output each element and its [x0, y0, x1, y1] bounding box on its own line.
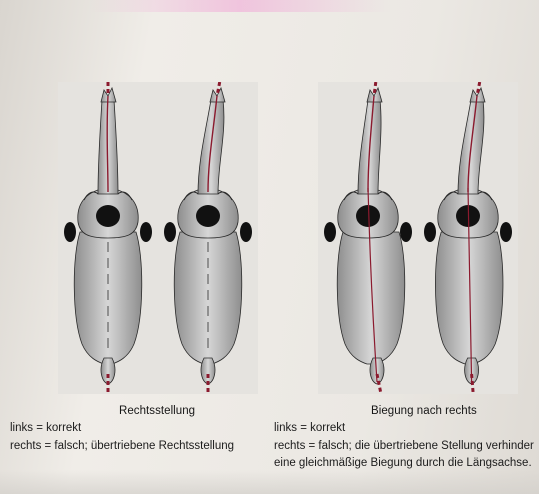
horse-barrel — [337, 232, 405, 364]
horse-knee-right — [140, 222, 152, 242]
caption-right-line3: eine gleichmäßige Biegung durch die Läng… — [274, 457, 532, 469]
rear-axis-marker — [472, 374, 474, 394]
caption-right-line1: links = korrekt — [274, 422, 345, 434]
page-tab-strip — [90, 0, 390, 12]
horse-knee-left — [164, 222, 176, 242]
caption-title-right: Biegung nach rechts — [371, 405, 477, 417]
horse-tail — [101, 358, 115, 384]
rider-head — [196, 205, 220, 227]
caption-left-line2: rechts = falsch; übertriebene Rechtsstel… — [10, 440, 234, 452]
caption-right-line2: rechts = falsch; die übertriebene Stellu… — [274, 440, 537, 452]
horse-knee-right — [400, 222, 412, 242]
page-bottom-shade — [0, 470, 539, 494]
horse-knee-left — [424, 222, 436, 242]
horse-figure-stellung-korrekt — [58, 82, 158, 394]
horse-tail — [201, 358, 215, 384]
horse-knee-left — [324, 222, 336, 242]
figure-panel-biegung — [318, 82, 518, 394]
caption-left-line1: links = korrekt — [10, 422, 81, 434]
caption-title-left: Rechtsstellung — [119, 405, 195, 417]
figure-panel-rechtsstellung — [58, 82, 258, 394]
horse-knee-left — [64, 222, 76, 242]
horse-figure-biegung-falsch — [418, 82, 518, 394]
rider-head — [96, 205, 120, 227]
horse-figure-biegung-korrekt — [318, 82, 418, 394]
mane-line — [107, 96, 108, 192]
horse-knee-right — [240, 222, 252, 242]
horse-figure-stellung-falsch — [158, 82, 258, 394]
horse-knee-right — [500, 222, 512, 242]
